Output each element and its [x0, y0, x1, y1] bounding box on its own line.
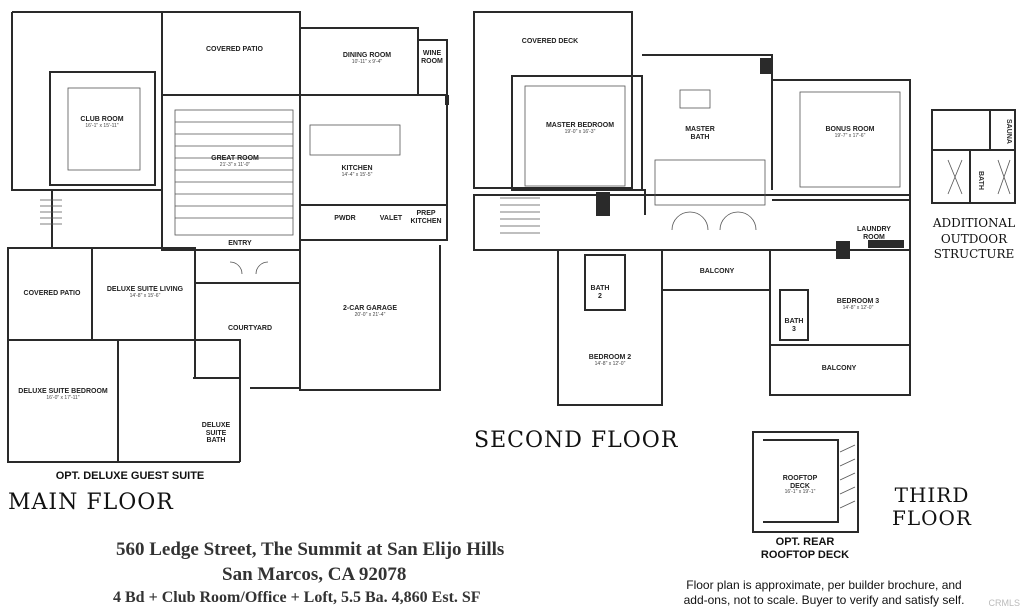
dining-room-label: DINING ROOM 10'-11" x 9'-4"	[342, 52, 392, 65]
address-city: San Marcos, CA 92078	[222, 564, 407, 585]
balcony-right-label: BALCONY	[821, 365, 857, 372]
sauna-label: SAUNA	[1005, 118, 1012, 144]
deluxe-suite-bedroom-label: DELUXE SUITE BEDROOM 16'-0" x 17'-11"	[18, 388, 108, 401]
bath-3-label: BATH 3	[784, 318, 804, 333]
valet-label: VALET	[379, 215, 403, 222]
laundry-room-label: LAUNDRY ROOM	[857, 226, 891, 241]
second-floor-title: SECOND FLOOR	[474, 428, 679, 453]
rooftop-deck-label: ROOFTOP DECK 16'-1" x 19'-1"	[782, 475, 818, 496]
bedroom-2-label: BEDROOM 2 14'-8" x 12'-0"	[588, 354, 632, 367]
club-room-label: CLUB ROOM 16'-1" x 15'-11"	[80, 116, 124, 129]
deluxe-suite-bath-label: DELUXE SUITE BATH	[201, 422, 231, 445]
prep-kitchen-label: PREP KITCHEN	[410, 210, 442, 225]
mls-watermark: CRMLS	[988, 598, 1020, 608]
covered-patio-top-label: COVERED PATIO	[206, 46, 263, 53]
disclaimer-note: Floor plan is approximate, per builder b…	[683, 578, 965, 607]
bath-2-label: BATH 2	[590, 285, 610, 300]
wine-room-label: WINE ROOM	[421, 50, 443, 65]
kitchen-label: KITCHEN 14'-4" x 15'-5"	[341, 165, 373, 178]
garage-label: 2-CAR GARAGE 20'-0" x 21'-4"	[342, 305, 398, 318]
covered-patio-left-label: COVERED PATIO	[23, 290, 81, 297]
guest-suite-caption: OPT. DELUXE GUEST SUITE	[55, 470, 205, 482]
entry-label: ENTRY	[228, 240, 252, 247]
bedroom-3-label: BEDROOM 3 14'-8" x 12'-0"	[836, 298, 880, 311]
courtyard-label: COURTYARD	[227, 325, 273, 332]
deluxe-suite-living-label: DELUXE SUITE LIVING 14'-8" x 15'-6"	[106, 286, 184, 299]
main-floor-title: MAIN FLOOR	[8, 490, 174, 515]
rooftop-deck-caption: OPT. REAR ROOFTOP DECK	[760, 536, 850, 561]
covered-deck-label: COVERED DECK	[521, 38, 579, 45]
additional-outdoor-structure-caption: ADDITIONAL OUTDOOR STRUCTURE	[932, 216, 1016, 262]
master-bedroom-label: MASTER BEDROOM 19'-0" x 16'-3"	[545, 122, 615, 135]
address-street: 560 Ledge Street, The Summit at San Elij…	[116, 539, 505, 560]
master-bath-label: MASTER BATH	[685, 126, 715, 141]
great-room-label: GREAT ROOM 21'-3" x 11'-0"	[211, 155, 259, 168]
outdoor-bath-label: BATH	[977, 170, 984, 190]
balcony-mid-label: BALCONY	[699, 268, 735, 275]
third-floor-title: THIRD FLOOR	[891, 483, 972, 530]
property-summary: 4 Bd + Club Room/Office + Loft, 5.5 Ba. …	[113, 589, 481, 606]
bonus-room-label: BONUS ROOM 19'-7" x 17'-6"	[825, 126, 875, 139]
powder-room-label: PWDR	[334, 215, 356, 222]
